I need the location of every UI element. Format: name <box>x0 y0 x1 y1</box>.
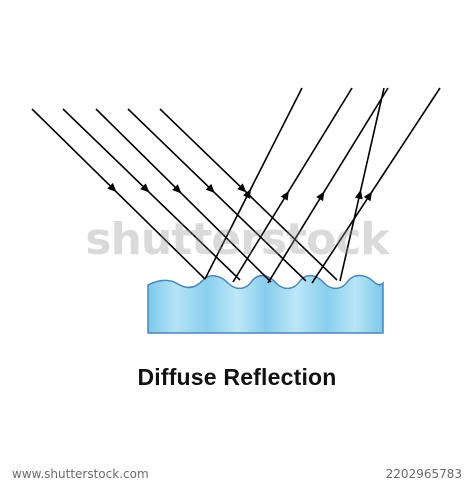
footer-bar <box>0 457 474 489</box>
incident-ray <box>62 108 241 281</box>
reflected-ray <box>232 87 353 283</box>
reflected-ray <box>204 87 303 280</box>
reflected-ray-arrow-icon <box>354 189 363 200</box>
reflected-ray-arrow-icon <box>280 190 289 201</box>
incident-rays <box>31 108 338 283</box>
reflected-ray-arrow-icon <box>316 191 325 202</box>
footer-image-id: 2202965783 <box>385 467 462 481</box>
reflected-ray <box>339 87 385 282</box>
diagram-caption: Diffuse Reflection <box>137 364 337 390</box>
footer-url: www.shutterstock.com <box>12 467 149 481</box>
incident-ray-arrow-icon <box>205 183 215 193</box>
incident-ray-arrow-icon <box>107 182 117 193</box>
reflected-ray-arrow-icon <box>243 189 251 199</box>
incident-ray <box>95 108 272 283</box>
reflected-ray <box>311 87 441 284</box>
incident-ray-arrow-icon <box>140 183 150 193</box>
reflected-rays <box>204 87 441 284</box>
reflected-ray-arrow-icon <box>363 191 373 202</box>
incident-ray <box>31 108 206 280</box>
incident-ray <box>127 108 307 282</box>
rough-surface-medium <box>147 274 384 334</box>
incident-ray-arrow-icon <box>172 184 182 194</box>
reflected-ray <box>267 87 389 284</box>
incident-ray-arrow-icon <box>237 183 247 193</box>
